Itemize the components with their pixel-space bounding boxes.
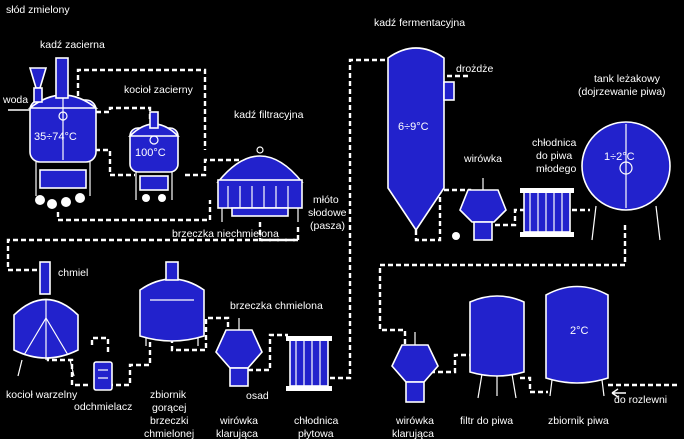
mash-kettle-temperature: 100°C	[135, 147, 166, 159]
clarifying-centrifuge-b	[391, 332, 439, 403]
label-chlodnica-plytowa-1: chłodnica	[294, 415, 339, 427]
label-tank-1: tank leżakowy	[594, 73, 661, 85]
clarifying-centrifuge-a	[215, 318, 263, 387]
label-brzeczka-niechmielona: brzeczka niechmielona	[172, 228, 279, 240]
label-mloto-3: (pasza)	[310, 220, 345, 232]
label-mloto-2: słodowe	[308, 207, 347, 219]
label-zbiornik-goracej-1: zbiornik	[150, 389, 187, 401]
fermenter-temperature: 6÷9°C	[398, 121, 429, 133]
label-wirowka-klarujaca-a-2: klarująca	[216, 428, 258, 439]
label-wirowka-klarujaca-a-1: wirówka	[219, 415, 258, 427]
beer-filter	[469, 295, 525, 399]
label-kadz-fermentacyjna: kadź fermentacyjna	[374, 17, 465, 29]
mash-tun-temperature: 35÷74°C	[34, 131, 77, 143]
label-slod-zmielony: słód zmielony	[6, 4, 70, 16]
hop-separator	[93, 361, 113, 391]
lauter-tun	[216, 146, 304, 222]
label-wirowka-klarujaca-b-1: wirówka	[395, 415, 434, 427]
label-zbiornik-goracej-4: chmielonej	[144, 428, 194, 439]
centrifuge-top	[452, 178, 507, 241]
mash-tun: 35÷74°C	[8, 57, 99, 209]
fermenter: 6÷9°C	[387, 47, 455, 232]
beer-tank-temperature: 2°C	[570, 325, 589, 337]
label-brzeczka-chmielona: brzeczka chmielona	[230, 300, 323, 312]
whirlpool-tank	[139, 261, 205, 346]
label-wirowka: wirówka	[463, 153, 502, 165]
label-zbiornik-goracej-2: gorącej	[152, 402, 186, 414]
lager-tank-temperature: 1÷2°C	[604, 151, 635, 163]
labels: słód zmielony kadź zacierna woda kocioł …	[2, 4, 667, 439]
label-mloto-1: młóto	[313, 194, 339, 206]
label-chlodnica-mlodego-1: chłodnica	[532, 137, 577, 149]
label-osad: osad	[246, 390, 269, 402]
label-chmiel: chmiel	[58, 267, 88, 279]
lager-tank: 1÷2°C	[581, 121, 671, 241]
label-zbiornik-goracej-3: brzeczki	[150, 415, 189, 427]
label-odchmielacz: odchmielacz	[74, 401, 132, 413]
young-beer-cooler	[520, 188, 574, 237]
label-kociol-warzelny: kocioł warzelny	[6, 389, 78, 401]
label-do-rozlewni: do rozlewni	[614, 394, 667, 406]
label-tank-2: (dojrzewanie piwa)	[578, 86, 666, 98]
mash-kettle: 100°C	[128, 111, 180, 202]
label-kadz-filtracyjna: kadź filtracyjna	[234, 109, 304, 121]
label-kociol-zacierny: kocioł zacierny	[124, 84, 194, 96]
label-wirowka-klarujaca-b-2: klarująca	[392, 428, 434, 439]
beer-tank: 2°C	[545, 285, 609, 397]
label-filtr-do-piwa: filtr do piwa	[460, 415, 513, 427]
label-chlodnica-mlodego-3: młodego	[536, 163, 576, 175]
label-zbiornik-piwa: zbiornik piwa	[548, 415, 609, 427]
label-chlodnica-plytowa-2: płytowa	[298, 428, 334, 439]
label-woda: woda	[2, 94, 28, 106]
label-chlodnica-mlodego-2: do piwa	[536, 150, 572, 162]
plate-cooler	[286, 336, 332, 391]
label-kadz-zacierna: kadź zacierna	[40, 39, 105, 51]
label-drozdze: drożdże	[456, 63, 494, 75]
pipes	[6, 58, 680, 398]
brew-kettle	[13, 261, 79, 377]
